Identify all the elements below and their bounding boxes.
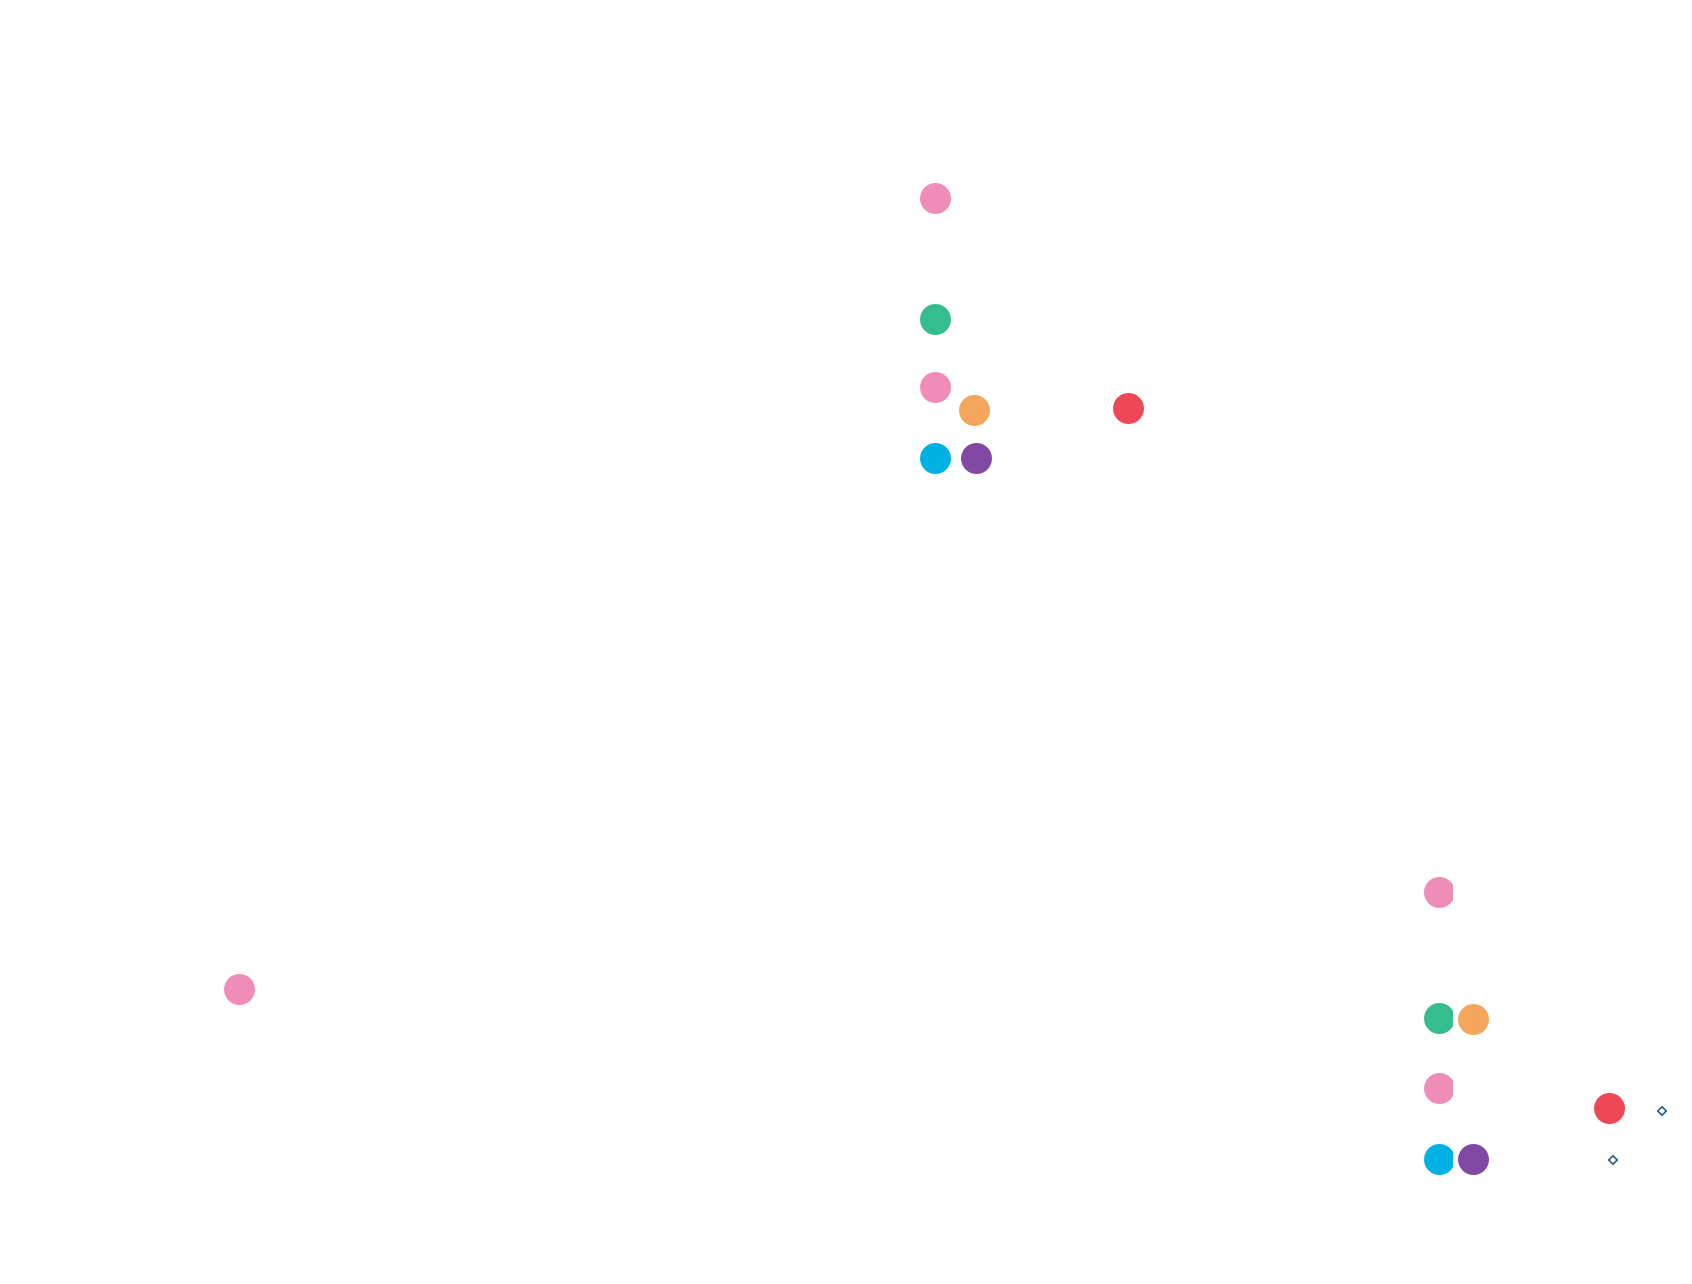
node-purple-lr — [1458, 1144, 1489, 1175]
node-pink-mid — [920, 372, 951, 403]
node-red — [1113, 393, 1144, 424]
node-pink-top — [920, 183, 951, 214]
node-purple — [961, 443, 992, 474]
node-pink-lr-mid — [1424, 1073, 1456, 1104]
node-blue — [920, 443, 951, 474]
node-blue-lr — [1424, 1144, 1456, 1175]
node-pink-lr-top — [1424, 877, 1456, 908]
node-green-lr — [1424, 1003, 1456, 1034]
node-pink-isolated — [224, 974, 255, 1005]
diamond-icon — [1656, 1105, 1668, 1117]
diamond-icon — [1607, 1154, 1619, 1166]
node-green — [920, 304, 951, 335]
node-red-lr — [1594, 1093, 1625, 1124]
node-orange-lr — [1458, 1004, 1489, 1035]
node-orange — [959, 395, 990, 426]
